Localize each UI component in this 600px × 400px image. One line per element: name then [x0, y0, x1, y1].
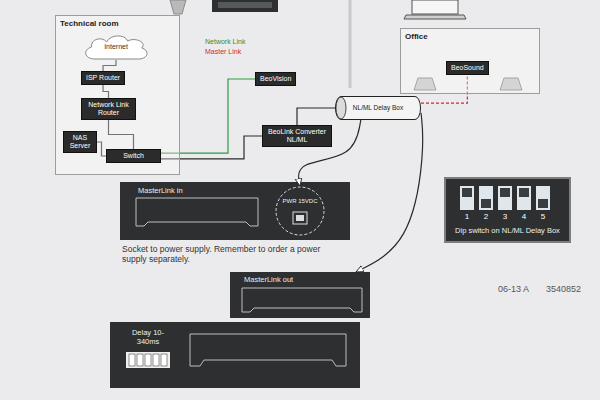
device-box: NAS Server	[63, 131, 97, 153]
laptop-screen	[412, 0, 458, 14]
device-box: BeoLink Converter NL/ML	[262, 125, 332, 147]
connector-line	[297, 108, 335, 125]
rear-panel: MasterLink inPWR 15VDC	[120, 182, 350, 240]
connector-line	[356, 113, 423, 272]
mini-switch	[129, 354, 135, 366]
dip-toggle	[500, 188, 510, 197]
node-label: NL/ML Delay Box	[335, 104, 421, 112]
dip-switch-panel: Dip switch on NL/ML Delay Box	[445, 178, 570, 242]
node-label: BeoSound	[451, 64, 484, 72]
masterlink-connector	[242, 288, 362, 312]
device-box: BeoVision	[255, 72, 296, 86]
panel-label: MasterLink out	[244, 275, 384, 284]
dip-switch	[498, 186, 512, 210]
socket-pin	[296, 215, 304, 221]
cylinder-end	[336, 97, 346, 119]
masterlink-connector	[136, 198, 258, 226]
link-type-label: Network Link	[205, 38, 245, 46]
device-box: ISP Router	[81, 71, 125, 85]
room-region: OfficeBeoSound	[400, 28, 540, 94]
socket-label: PWR 15VDC	[270, 198, 330, 205]
region-heading: Technical room	[56, 16, 179, 32]
tv-screen	[218, 2, 272, 8]
dip-switch	[479, 186, 493, 210]
device-box: Network Link Router	[81, 98, 136, 120]
rear-panel: MasterLink out	[230, 272, 370, 318]
tv-icon	[212, 0, 278, 12]
internet-cloud: Internet	[81, 34, 151, 60]
device-box: Switch	[106, 149, 161, 163]
dip-toggle	[481, 199, 491, 208]
socket-callout: PWR 15VDC	[270, 186, 330, 236]
panel-label: Delay 10-340ms	[124, 328, 172, 346]
note-text: Socket to power supply. Remember to orde…	[122, 244, 347, 264]
socket-icon	[293, 212, 307, 224]
dashed-circle	[276, 187, 324, 235]
part-number: 3540852	[546, 284, 581, 295]
node-label: Network Link Router	[86, 101, 131, 117]
dip-switch	[536, 186, 550, 210]
laptop-base	[404, 15, 466, 19]
node-label: ISP Router	[86, 74, 120, 82]
device-box: BeoSound	[446, 61, 489, 75]
panel-label: MasterLink in	[138, 186, 368, 195]
rear-panel: Delay 10-340ms	[110, 322, 360, 388]
dip-panel-face	[445, 178, 570, 242]
wall-line	[349, 0, 352, 88]
panel-caption: Dip switch on NL/ML Delay Box	[445, 226, 570, 235]
node-label: BeoLink Converter NL/ML	[267, 128, 327, 144]
dip-switch	[460, 186, 474, 210]
dip-switch	[517, 186, 531, 210]
node-label: Switch	[111, 152, 156, 160]
mini-switch	[145, 354, 151, 366]
mini-switch	[137, 354, 143, 366]
panel-face	[110, 322, 360, 388]
switch-number: 4	[520, 212, 528, 222]
mini-switch	[153, 354, 159, 366]
link-type-label: Master Link	[205, 48, 241, 56]
node-label: BeoVision	[260, 75, 291, 83]
mini-dip-switch	[126, 352, 170, 368]
switch-number: 3	[501, 212, 509, 222]
switch-number: 5	[539, 212, 547, 222]
node-label: Internet	[81, 43, 151, 51]
dip-toggle	[519, 188, 529, 197]
revision-code: 06-13 A	[498, 284, 529, 295]
socket-callout-outline	[270, 186, 330, 236]
dip-toggle	[462, 188, 472, 197]
delay-box-cylinder: NL/ML Delay Box	[335, 96, 421, 120]
dip-toggle	[538, 199, 548, 208]
region-heading: Office	[401, 29, 539, 45]
room-region: Technical roomInternetISP RouterNetwork …	[55, 15, 180, 175]
masterlink-connector	[190, 334, 346, 366]
mini-switch	[161, 354, 167, 366]
switch-number: 2	[482, 212, 490, 222]
node-label: NAS Server	[68, 134, 92, 150]
switch-number: 1	[463, 212, 471, 222]
speaker-icon	[170, 0, 186, 14]
cylinder-body	[336, 97, 421, 120]
